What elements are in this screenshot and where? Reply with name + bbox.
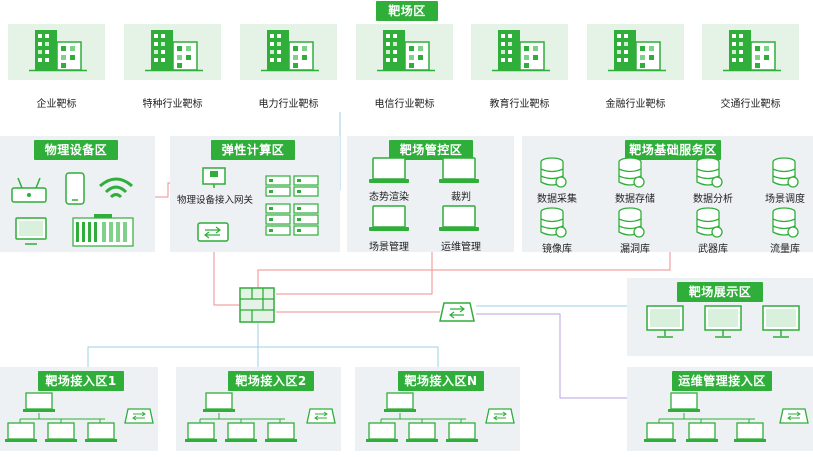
core-switch-icon	[439, 302, 475, 322]
control-item-2: 场景管理	[369, 242, 409, 253]
target-label-1: 特种行业靶标	[142, 99, 203, 110]
switch-icon	[197, 222, 229, 242]
service-item-0: 数据采集	[537, 194, 577, 205]
firewall-icon	[239, 287, 275, 323]
service-item-3: 场景调度	[765, 194, 805, 205]
access-zone-n-devices	[365, 392, 515, 443]
link-firewall-to-base	[257, 252, 671, 288]
wifi-icon	[99, 177, 133, 199]
service-item-6: 武器库	[698, 244, 728, 255]
compute-zone-title: 弹性计算区	[211, 140, 295, 160]
link-gateway-to-firewall	[213, 252, 242, 306]
access-zone-2-title: 靶场接入区2	[228, 371, 314, 391]
access-zone-2-devices	[184, 392, 336, 443]
building-icon	[28, 29, 782, 72]
service-item-7: 流量库	[770, 244, 800, 255]
target-label-2: 电力行业靶标	[258, 99, 319, 110]
service-item-4: 镜像库	[542, 244, 572, 255]
link-switch-to-ops	[476, 313, 627, 399]
ops-access-zone-title: 运维管理接入区	[672, 371, 772, 391]
base-service-zone-title: 靶场基础服务区	[625, 140, 721, 160]
gateway-device-icon[interactable]	[200, 166, 230, 190]
router-icon	[11, 177, 47, 203]
access-zone-1-title: 靶场接入区1	[38, 371, 124, 391]
target-label-0: 企业靶标	[36, 99, 77, 110]
monitor-icon	[15, 217, 47, 245]
service-item-1: 数据存储	[615, 194, 655, 205]
service-item-5: 漏洞库	[620, 244, 650, 255]
control-item-3: 运维管理	[441, 242, 481, 253]
range-area-title: 靶场区	[376, 1, 438, 21]
display-zone-title: 靶场展示区	[677, 282, 763, 302]
gateway-label: 物理设备接入网关	[176, 195, 253, 206]
target-label-5: 金融行业靶标	[605, 99, 666, 110]
access-zone-1-devices	[4, 392, 154, 443]
target-label-3: 电信行业靶标	[374, 99, 435, 110]
access-zone-n-title: 靶场接入区N	[398, 371, 484, 391]
server-rack-icon	[72, 214, 134, 247]
display-monitor-icon	[646, 305, 800, 338]
link-firewall-to-control	[276, 252, 433, 295]
link-firewall-to-access	[87, 322, 439, 367]
control-item-1: 裁判	[451, 192, 471, 203]
target-label-4: 教育行业靶标	[489, 99, 550, 110]
service-item-2: 数据分析	[693, 194, 733, 205]
phone-icon	[65, 172, 85, 205]
server-cluster-icon	[265, 175, 319, 236]
control-item-0: 态势渲染	[369, 192, 409, 203]
ops-access-zone-devices	[643, 392, 809, 443]
physical-zone-title: 物理设备区	[34, 140, 118, 160]
control-zone-title: 靶场管控区	[389, 140, 473, 160]
target-label-6: 交通行业靶标	[720, 99, 781, 110]
